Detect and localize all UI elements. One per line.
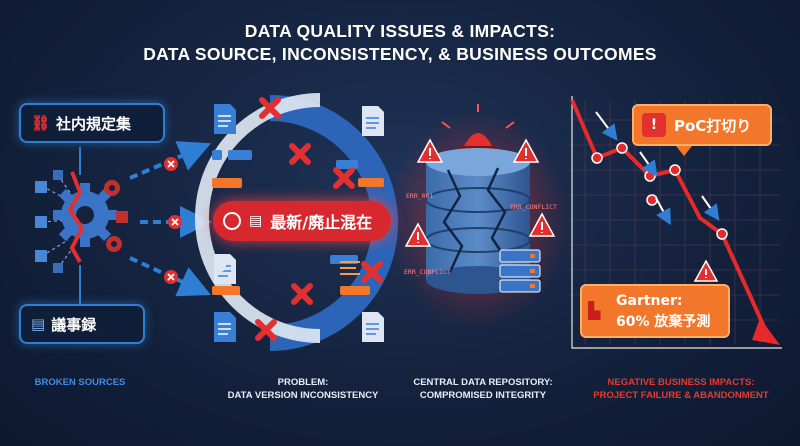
data-chip <box>336 160 358 169</box>
warning-icon <box>528 212 556 237</box>
clock-icon <box>223 212 241 230</box>
node-square <box>35 216 47 228</box>
gartner-callout: ▙ Gartner: 60% 放棄予測 <box>580 284 730 338</box>
server-icon <box>499 249 541 293</box>
data-chip <box>212 150 222 160</box>
node-square <box>53 263 63 273</box>
warning-icon <box>512 138 540 163</box>
text-lines <box>340 261 360 275</box>
error-x-icon <box>164 157 178 171</box>
declining-chart-icon: ▙ <box>588 301 601 320</box>
warning-icon <box>404 222 432 247</box>
error-x-icon <box>164 270 178 284</box>
caption-repository-line-1: CENTRAL DATA REPOSITORY: <box>413 377 553 388</box>
broken-link-icon: ⛓ <box>31 114 51 132</box>
caption-impacts: NEGATIVE BUSINESS IMPACTS: PROJECT FAILU… <box>578 376 784 402</box>
warning-icon <box>693 259 719 282</box>
node-square <box>35 181 47 193</box>
error-label: ERR_CONFLICT <box>404 268 451 276</box>
gear-icon <box>106 236 122 252</box>
error-label: ERR_001 <box>406 192 434 200</box>
title-line-2: DATA SOURCE, INCONSISTENCY, & BUSINESS O… <box>143 44 657 64</box>
data-dot <box>214 260 226 272</box>
version-conflict-label: 最新/廃止混在 <box>270 213 373 232</box>
page-title: DATA QUALITY ISSUES & IMPACTS: DATA SOUR… <box>0 20 800 66</box>
data-chip <box>340 286 370 295</box>
document-icon <box>214 312 236 342</box>
decline-arrowhead <box>752 318 780 345</box>
source-label-minutes: 議事録 <box>51 315 97 334</box>
poc-cancel-label: PoC打切り <box>674 116 752 135</box>
document-icon <box>362 106 384 136</box>
broken-sources-section <box>35 147 128 305</box>
document-icon <box>362 312 384 342</box>
caption-problem-line-2: DATA VERSION INCONSISTENCY <box>227 390 379 401</box>
network-nodes <box>41 174 76 269</box>
gartner-label: Gartner: <box>616 293 683 309</box>
flow-arrows <box>129 141 212 297</box>
data-chip <box>212 178 242 188</box>
chart-points <box>591 142 728 240</box>
source-callout-minutes: ▤ 議事録 <box>19 304 145 344</box>
siren-icon <box>464 133 492 146</box>
source-callout-regulations: ⛓ 社内規定集 <box>19 103 165 143</box>
source-label-regulations: 社内規定集 <box>56 114 132 133</box>
gear-icon <box>104 180 120 196</box>
caption-repository: CENTRAL DATA REPOSITORY: COMPROMISED INT… <box>398 376 568 402</box>
data-chip <box>358 178 384 187</box>
data-chip <box>212 286 240 295</box>
title-line-1: DATA QUALITY ISSUES & IMPACTS: <box>244 21 556 41</box>
error-label: ERR_CONFLICT <box>510 203 557 211</box>
document-icon <box>214 104 236 134</box>
caption-repository-line-2: COMPROMISED INTEGRITY <box>419 390 547 401</box>
error-x-icon <box>255 97 383 341</box>
warning-icon <box>416 138 444 163</box>
caption-problem-line-1: PROBLEM: <box>277 377 329 388</box>
caption-impacts-line-2: PROJECT FAILURE & ABANDONMENT <box>593 390 769 401</box>
siren-rays <box>441 104 515 129</box>
crack-line <box>67 171 85 263</box>
document-icon: ▤ <box>31 315 46 333</box>
data-chip <box>228 150 252 160</box>
node-square <box>53 170 63 180</box>
node-square <box>35 250 47 262</box>
node-square <box>116 211 128 223</box>
error-x-icon <box>168 215 182 229</box>
document-icon: ▤ <box>249 213 263 229</box>
repository-section <box>386 104 570 330</box>
poc-cancel-callout: ! PoC打切り <box>632 104 772 146</box>
chart-axes <box>571 96 782 349</box>
caption-broken-sources: BROKEN SOURCES <box>34 377 126 388</box>
version-conflict-pill: ▤ 最新/廃止混在 <box>213 201 391 241</box>
callout-pointer <box>676 146 692 156</box>
warning-icon: ! <box>642 113 666 137</box>
down-arrows <box>595 111 720 226</box>
caption-problem: PROBLEM: DATA VERSION INCONSISTENCY <box>208 376 398 402</box>
caption-impacts-line-1: NEGATIVE BUSINESS IMPACTS: <box>607 377 755 388</box>
gartner-forecast: 60% 放棄予測 <box>616 314 711 330</box>
